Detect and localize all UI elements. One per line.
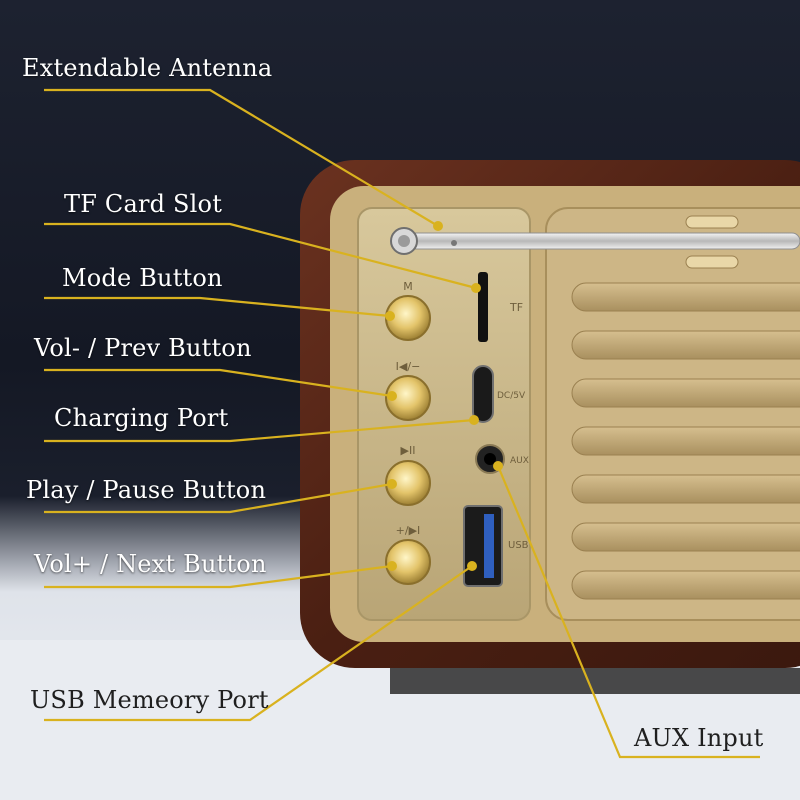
callout-vol-next-button: Vol+ / Next Button [34,550,267,578]
callout-line-mode [44,296,391,318]
grille-slat [571,330,800,360]
callout-charging-port: Charging Port [54,404,229,432]
callout-dots [385,221,503,571]
mode-mark: M [403,280,413,293]
callout-line-tf [44,222,477,290]
play-pause-button[interactable] [385,460,431,506]
callout-line-antenna [44,88,439,227]
callout-play-pause-button: Play / Pause Button [26,476,267,504]
tf-card-slot[interactable] [478,272,488,342]
grille-slat [571,522,800,552]
callout-line-playpause [44,482,393,514]
callout-line-charging [44,418,475,443]
callout-line-volprev [44,368,393,398]
vol-next-button[interactable] [385,539,431,585]
grille-slat [571,570,800,600]
control-panel [357,207,531,621]
dc-mark: DC/5V [497,391,526,401]
charging-port[interactable] [472,365,494,423]
callout-antenna: Extendable Antenna [22,54,273,82]
grille-slat [571,282,800,312]
next-mark: +/▶I [396,524,421,537]
antenna-clip [685,215,739,229]
grille-slats [571,282,800,600]
callout-vol-prev-button: Vol- / Prev Button [34,334,252,362]
aux-mark: AUX [510,456,529,466]
callout-line-usb [44,565,473,722]
grille-slat [571,474,800,504]
play-mark: ▶II [401,444,416,457]
usb-port[interactable] [463,505,503,587]
antenna-clip [685,255,739,269]
speaker-grille [545,207,800,621]
usb-mark: USB [508,540,529,551]
tf-mark: TF [509,301,523,314]
base-shadow [390,668,800,694]
callout-line-volnext [44,564,393,589]
grille-slat [571,378,800,408]
grille-slat [571,426,800,456]
callout-aux-input: AUX Input [634,724,764,752]
callout-lines [44,88,760,759]
vol-prev-button[interactable] [385,375,431,421]
antenna[interactable] [390,227,800,255]
callout-usb-port: USB Memeory Port [30,686,269,714]
callout-line-aux [496,465,760,759]
callout-mode-button: Mode Button [62,264,223,292]
callout-tf-card-slot: TF Card Slot [64,190,223,218]
prev-mark: I◀/− [396,360,421,373]
